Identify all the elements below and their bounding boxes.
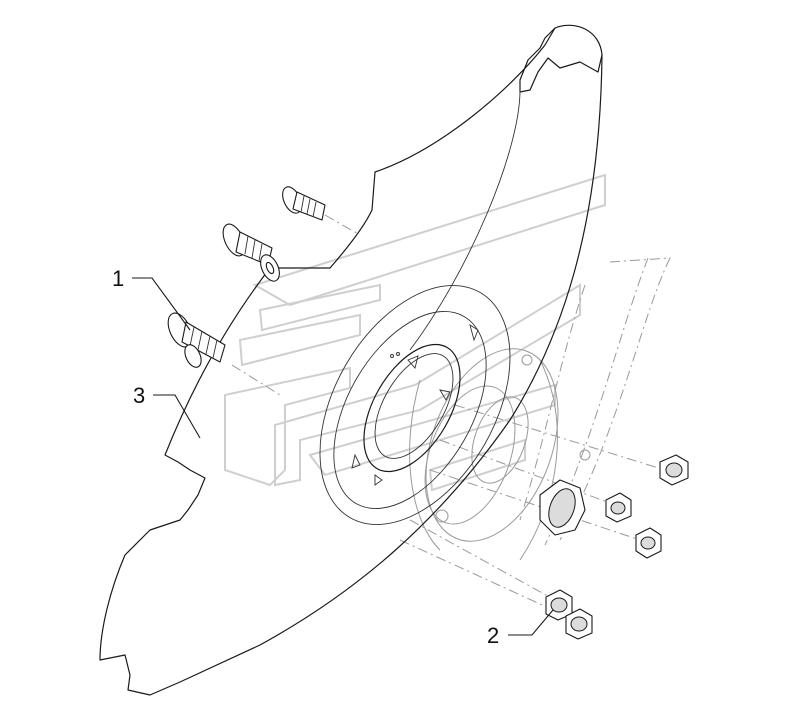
hub-flange — [539, 479, 586, 536]
cutting-disc — [99, 24, 603, 696]
watermark-logo — [224, 173, 606, 492]
callout-leaders — [132, 277, 554, 636]
lock-nut-2 — [605, 492, 632, 523]
lock-nut-4 — [545, 589, 573, 621]
assembly-center-lines — [231, 214, 666, 621]
callout-label-nut: 2 — [487, 623, 499, 648]
carriage-bolt-upper — [282, 186, 326, 221]
lock-nut-5 — [565, 608, 593, 640]
carriage-bolt-lower — [167, 312, 226, 368]
lock-nut-1 — [659, 454, 689, 486]
lock-nut-3 — [635, 527, 662, 559]
disc-center-ring — [319, 285, 511, 525]
hub-assembly-phantom — [409, 257, 671, 561]
callout-label-bolt: 1 — [112, 266, 124, 291]
carriage-bolt-middle — [222, 223, 280, 282]
callout-label-disc: 3 — [133, 383, 145, 408]
